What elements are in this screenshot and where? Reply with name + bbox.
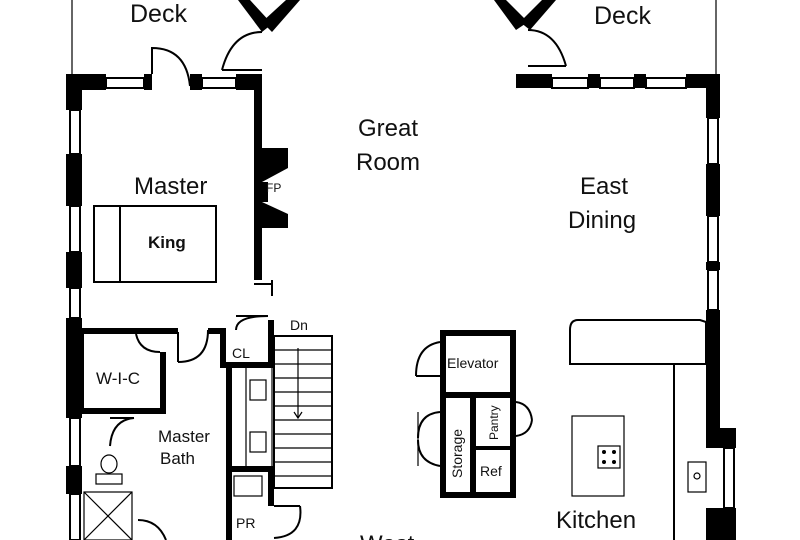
toilet-bowl — [100, 454, 118, 474]
kitchen-island — [571, 415, 625, 497]
deck-right-label: Deck — [594, 2, 651, 30]
bay-walls — [221, 0, 567, 71]
kitchen-label: Kitchen — [556, 507, 636, 534]
stairs — [273, 335, 333, 489]
room-labels: Deck Deck Great Room Master King FP East… — [96, 0, 651, 540]
powder-room — [226, 466, 302, 540]
kitchen-sink — [687, 461, 707, 493]
deck-left-label: Deck — [130, 0, 187, 28]
sink — [249, 379, 267, 401]
stairs-label: Dn — [290, 317, 308, 333]
master-bedroom-walls — [82, 46, 288, 363]
master-bath-label-2: Bath — [160, 449, 195, 468]
closet-label: CL — [232, 345, 250, 361]
cooktop — [597, 445, 621, 469]
sink — [249, 431, 267, 453]
great-room-label-1: Great — [358, 115, 418, 142]
closet — [220, 315, 274, 368]
east-dining-label-2: Dining — [568, 207, 636, 234]
exterior-walls — [66, 74, 736, 540]
storage-label: Storage — [449, 429, 465, 478]
pr-sink — [233, 475, 263, 497]
walk-in-closet-label: W-I-C — [96, 369, 140, 388]
deck-outlines — [71, 0, 717, 78]
bed-label: King — [148, 233, 186, 252]
pantry-label: Pantry — [487, 405, 501, 440]
master-bath-fixtures — [83, 365, 273, 540]
walk-in-closet-walls — [78, 333, 166, 414]
master-bath-label-1: Master — [158, 427, 210, 446]
bed — [93, 205, 217, 283]
east-dining-label-1: East — [580, 173, 628, 200]
master-label: Master — [134, 173, 207, 200]
west-room-label: West — [360, 531, 415, 540]
shower — [83, 491, 133, 540]
kitchen-fixtures — [569, 319, 707, 540]
elevator-label: Elevator — [447, 355, 499, 371]
powder-room-label: PR — [236, 515, 255, 531]
great-room-label-2: Room — [356, 149, 420, 176]
refrigerator-label: Ref — [480, 463, 502, 479]
toilet-tank — [95, 473, 123, 485]
core-block — [415, 330, 533, 498]
fireplace-label: FP — [266, 181, 281, 195]
